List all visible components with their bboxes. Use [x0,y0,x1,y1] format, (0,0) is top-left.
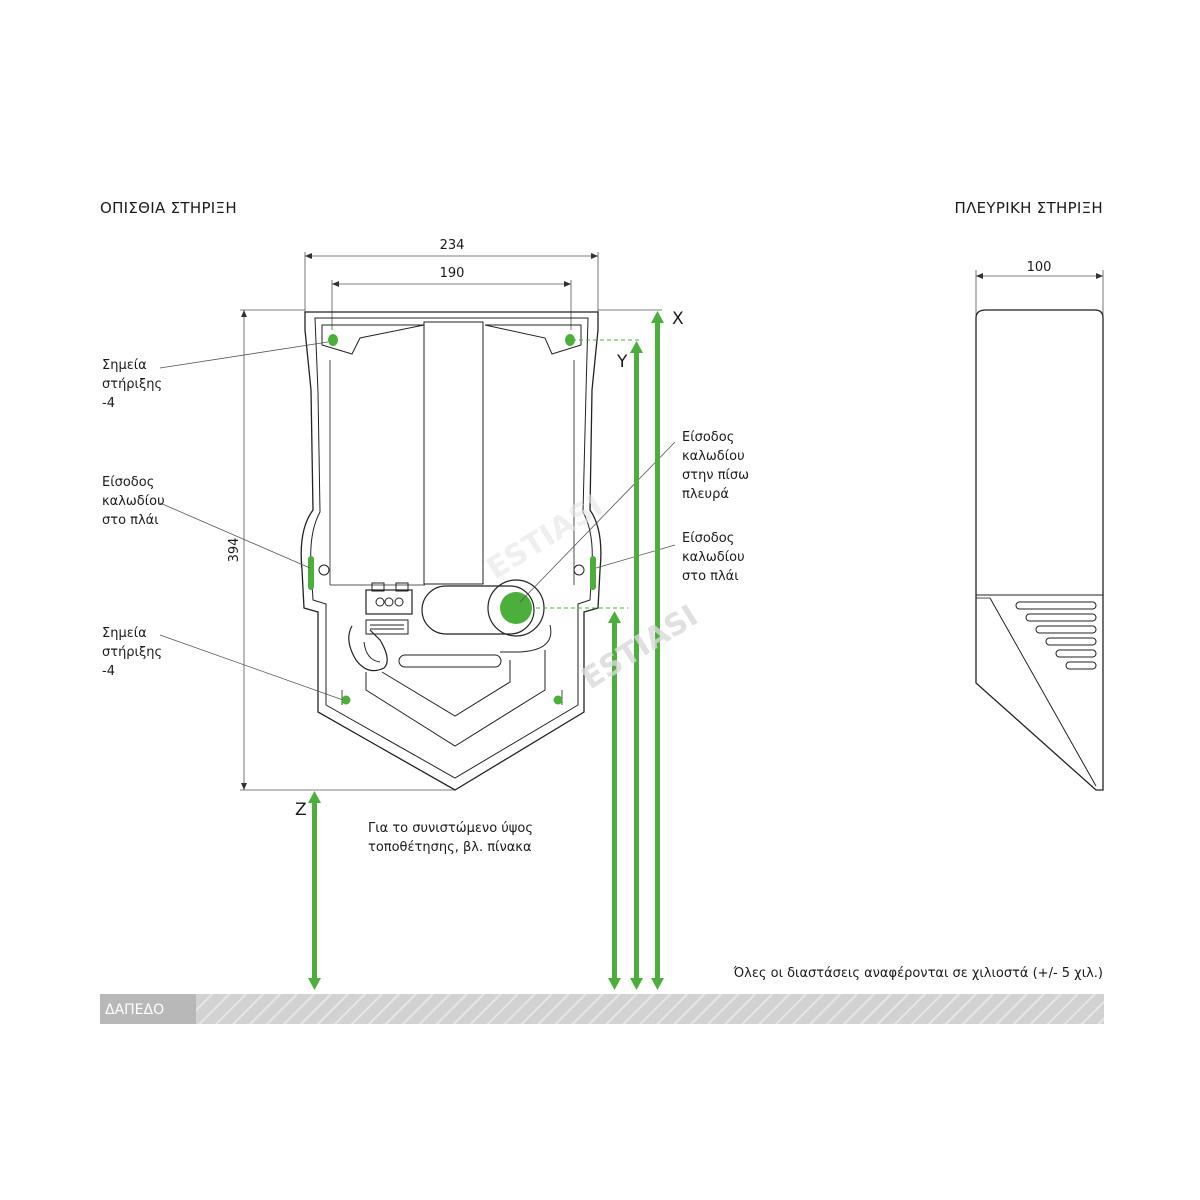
axis-y-label: Y [616,352,628,372]
side-view: 100 [975,260,1104,791]
cable-entry-right-side [590,556,596,590]
mount-points-top-label: Σημεία στήριξης -4 [102,358,166,411]
watermark-logo-secondary: ESTIASI [481,488,610,586]
axis-z-label: Z [295,800,307,820]
floor-label: ΔΑΠΕΔΟ [105,1002,164,1018]
mount-point-bottom-left [341,695,351,705]
axis-x-label: X [672,309,684,329]
cable-entry-side-left-label: Είσοδος καλωδίου στο πλάι [102,475,169,528]
dimension-depth: 100 [1027,260,1052,275]
cable-entry-side-right-label: Είσοδος καλωδίου στο πλάι [682,531,749,584]
height-arrows [308,311,664,990]
dimension-inner-width: 190 [440,266,465,281]
mounting-points [328,334,575,705]
rear-mount-header: ΟΠΙΣΘΙΑ ΣΤΗΡΙΞΗ [100,199,237,217]
dimension-lines: 234 190 394 [227,238,662,791]
cable-entries [308,556,596,624]
dimension-height: 394 [227,538,242,563]
cable-entry-left-side [308,556,314,590]
recommended-height-note: Για το συνιστώμενο ύψος τοποθέτησης, βλ.… [368,821,537,855]
cable-entry-rear [500,592,532,624]
watermark-logo: ESTIASI [576,598,705,696]
mount-point-top-right [565,334,575,346]
floor-band: ΔΑΠΕΔΟ [100,994,1104,1024]
tolerance-note: Όλες οι διαστάσεις αναφέρονται σε χιλιοσ… [733,966,1103,981]
side-mount-header: ΠΛΕΥΡΙΚΗ ΣΤΗΡΙΞΗ [955,199,1103,217]
air-vent-slots [1015,601,1097,670]
cable-entry-rear-label: Είσοδος καλωδίου στην πίσω πλευρά [682,430,753,502]
rear-view-outline [300,311,602,791]
mount-point-top-left [328,334,338,346]
mount-point-bottom-right [553,695,563,705]
dimension-outer-width: 234 [440,238,465,253]
mount-points-bottom-label: Σημεία στήριξης -4 [102,626,166,679]
